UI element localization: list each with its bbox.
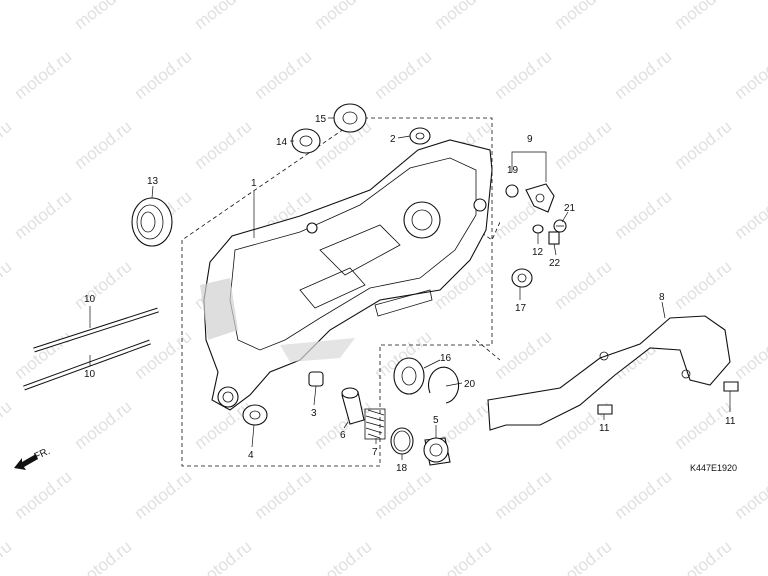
watermark-text: motod.ru [431, 537, 496, 576]
watermark-text: motod.ru [311, 0, 376, 33]
callout-4: 4 [248, 450, 254, 461]
leader-lines [89, 117, 731, 460]
washer-icon [532, 224, 544, 234]
watermark-text: motod.ru [0, 257, 15, 313]
watermark-text: motod.ru [731, 47, 768, 103]
watermark-text: motod.ru [551, 537, 616, 576]
callout-10b: 10 [84, 369, 96, 380]
callout-11a: 11 [599, 423, 610, 434]
watermark-text: motod.ru [491, 467, 556, 523]
watermark-text: motod.ru [551, 257, 616, 313]
watermark-text: motod.ru [731, 467, 768, 523]
watermark-text: motod.ru [0, 537, 15, 576]
oil-seal-icon [511, 268, 533, 288]
watermark-text: motod.ru [731, 327, 768, 383]
watermark-text: motod.ru [0, 0, 15, 33]
watermark-text: motod.ru [71, 257, 136, 313]
watermark-text: motod.ru [671, 117, 736, 173]
bushing-icon [242, 404, 268, 426]
watermark-text: motod.ru [611, 187, 676, 243]
drain-plug-icon [423, 437, 451, 466]
watermark-text: motod.ru [0, 397, 15, 453]
watermark-text: motod.ru [671, 537, 736, 576]
callout-12: 12 [532, 247, 544, 258]
direction-label: FR. [33, 446, 52, 463]
watermark-text: motod.ru [371, 467, 436, 523]
watermark-text: motod.ru [551, 117, 616, 173]
stud-bolt-icon [33, 307, 159, 353]
watermark-text: motod.ru [71, 0, 136, 33]
watermark-text: motod.ru [731, 187, 768, 243]
watermark-text: motod.ru [491, 47, 556, 103]
bolt-icon [553, 219, 567, 233]
callout-22: 22 [549, 258, 561, 269]
callout-19: 19 [507, 165, 519, 176]
watermark-text: motod.ru [191, 117, 256, 173]
callout-3: 3 [311, 408, 317, 419]
ball-bearing-icon [393, 357, 425, 395]
callout-21: 21 [564, 203, 576, 214]
watermark-text: motod.ru [71, 537, 136, 576]
watermark-text: motod.ru [671, 257, 736, 313]
watermark-text: motod.ru [11, 187, 76, 243]
sensor-icon [505, 151, 555, 213]
watermark-text: motod.ru [611, 467, 676, 523]
callout-10a: 10 [84, 294, 96, 305]
callout-5: 5 [433, 415, 439, 426]
watermark-text: motod.ru [491, 327, 556, 383]
watermark-text: motod.ru [671, 0, 736, 33]
callout-11b: 11 [725, 416, 736, 427]
watermark-text: motod.ru [431, 0, 496, 33]
ball-bearing-icon [333, 103, 367, 133]
watermark-text: motod.ru [0, 117, 15, 173]
watermark-text: motod.ru [11, 467, 76, 523]
callout-1: 1 [251, 178, 257, 189]
watermark-text: motod.ru [611, 47, 676, 103]
callout-6: 6 [340, 430, 346, 441]
watermark-text: motod.ru [71, 397, 136, 453]
watermark-text: motod.ru [251, 47, 316, 103]
callout-17: 17 [515, 303, 527, 314]
callout-9: 9 [527, 134, 533, 145]
oil-strainer-icon [341, 387, 365, 425]
coil-spring-icon [364, 408, 386, 440]
watermark-text: motod.ru [311, 397, 376, 453]
callout-15: 15 [315, 114, 327, 125]
watermark-text: motod.ru [11, 47, 76, 103]
callout-2: 2 [390, 134, 396, 145]
bolt-icon [723, 381, 739, 392]
front-direction-marker: FR. [14, 446, 52, 470]
callout-18: 18 [396, 463, 408, 474]
callout-14: 14 [276, 137, 288, 148]
bracket-icon [475, 315, 731, 431]
bolt-icon [597, 404, 613, 415]
ball-bearing-icon [291, 128, 321, 154]
watermark-text: motod.ru [311, 537, 376, 576]
circlip-icon [428, 366, 460, 404]
stud-bolt-icon [23, 339, 151, 391]
callout-13: 13 [147, 176, 159, 187]
callout-labels: 1 2 3 4 5 6 7 8 9 10 10 11 11 12 13 14 1… [84, 114, 736, 474]
callout-16: 16 [440, 353, 452, 364]
watermark-text: motod.ru [131, 327, 196, 383]
watermark-text: motod.ru [191, 0, 256, 33]
callout-20: 20 [464, 379, 476, 390]
crankcase-cover-icon [200, 139, 493, 411]
watermark-text: motod.ru [191, 537, 256, 576]
ball-bearing-icon [131, 197, 173, 247]
watermark-text: motod.ru [131, 47, 196, 103]
watermark-text: motod.ru [551, 0, 616, 33]
callout-7: 7 [372, 447, 378, 458]
o-ring-icon [390, 427, 414, 455]
watermark-text: motod.ru [251, 467, 316, 523]
callout-8: 8 [659, 292, 665, 303]
watermark-text: motod.ru [371, 47, 436, 103]
oil-seal-icon [409, 127, 431, 145]
dowel-pin-icon [308, 371, 324, 387]
watermark-text: motod.ru [71, 117, 136, 173]
bolt-icon [548, 231, 560, 245]
diagram-code: K447E1920 [690, 463, 737, 473]
watermark-text: motod.ru [131, 467, 196, 523]
